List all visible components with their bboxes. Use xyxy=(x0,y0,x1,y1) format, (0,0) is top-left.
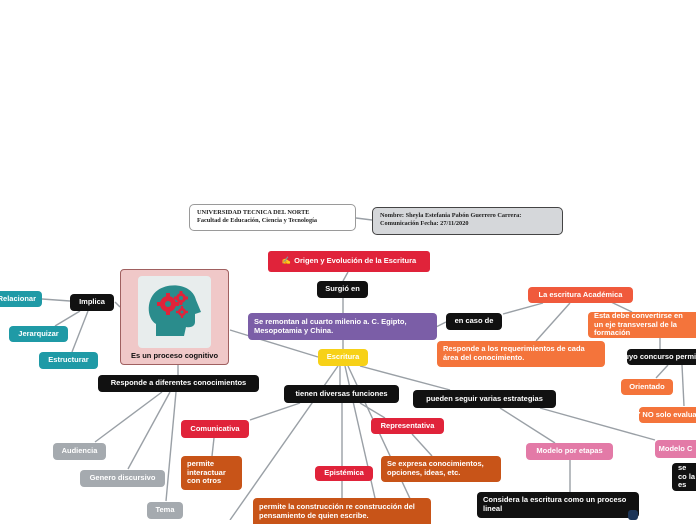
head-gears-image xyxy=(138,276,211,348)
node-transversal[interactable]: Esta debe convertirse en un eje transver… xyxy=(588,312,696,338)
link-comunicativa-interactuar xyxy=(211,437,215,457)
career-date: Comunicación Fecha: 27/11/2020 xyxy=(380,219,469,227)
node-orientado[interactable]: Orientado xyxy=(621,379,673,395)
link-implica-jerarquizar xyxy=(54,310,81,327)
node-title[interactable]: ✍ Origen y Evolución de la Escritura xyxy=(268,251,430,272)
node-expresa[interactable]: Se expresa conocimientos, opciones, idea… xyxy=(381,456,501,482)
node-cuyo[interactable]: cuyo concurso permite xyxy=(627,349,696,365)
node-epistemica[interactable]: Epistémica xyxy=(315,466,373,481)
university-info-box: UNIVERSIDAD TECNICA DEL NORTE Facultad d… xyxy=(189,204,356,231)
link-responde-genero xyxy=(127,391,171,470)
student-name: Nombre: Sheyla Estefania Pabón Guerrero … xyxy=(380,212,522,219)
collapse-toggle-icon[interactable] xyxy=(628,510,638,520)
link-academica-responde xyxy=(535,302,571,342)
node-interactuar[interactable]: permite interactuar con otros xyxy=(181,456,242,490)
writing-hand-icon: ✍ xyxy=(281,256,292,266)
link-header xyxy=(355,217,373,221)
node-construccion[interactable]: permite la construcción re construcción … xyxy=(253,498,431,524)
link-implica-estructurar xyxy=(71,310,89,353)
link-cuyo-yno xyxy=(681,364,685,407)
link-funciones-comunicativa xyxy=(249,402,301,421)
node-surgio[interactable]: Surgió en xyxy=(317,281,368,298)
node-responde-dif[interactable]: Responde a diferentes conocimientos xyxy=(98,375,259,392)
link-responde-audiencia xyxy=(94,391,163,443)
node-comunicativa[interactable]: Comunicativa xyxy=(181,420,249,438)
university-name: UNIVERSIDAD TECNICA DEL NORTE xyxy=(197,209,310,216)
node-en-caso[interactable]: en caso de xyxy=(446,313,502,330)
title-label: Origen y Evolución de la Escritura xyxy=(294,256,417,266)
node-escritura[interactable]: Escritura xyxy=(318,349,368,366)
link-responde-tema xyxy=(165,391,177,502)
node-jerarquizar[interactable]: Jerarquizar xyxy=(9,326,68,342)
student-info-box: Nombre: Sheyla Estefania Pabón Guerrero … xyxy=(372,207,563,235)
link-cuyo-orientado xyxy=(655,364,669,379)
link-title-surgio xyxy=(342,271,349,282)
node-estrategias[interactable]: pueden seguir varias estrategias xyxy=(413,390,556,408)
faculty-name: Facultad de Educación, Ciencia y Tecnolo… xyxy=(197,216,318,224)
node-academica[interactable]: La escritura Académica xyxy=(528,287,633,303)
link-estrategias-modelo xyxy=(539,407,656,441)
node-tema[interactable]: Tema xyxy=(147,502,183,519)
head-gears-icon xyxy=(148,285,201,336)
link-estrategias-etapas xyxy=(499,407,556,444)
node-estructurar[interactable]: Estructurar xyxy=(39,352,98,369)
node-relacionar[interactable]: Relacionar xyxy=(0,291,42,307)
node-y-no[interactable]: Y NO solo evaluar xyxy=(639,407,696,423)
node-modelo-etapas[interactable]: Modelo por etapas xyxy=(526,443,613,460)
node-representativa[interactable]: Representativa xyxy=(371,418,444,434)
link-representativa-expresa xyxy=(411,433,433,457)
node-genero[interactable]: Genero discursivo xyxy=(80,470,165,487)
central-node[interactable]: Es un proceso cognitivo xyxy=(120,269,229,365)
node-modelo[interactable]: Modelo C xyxy=(655,440,696,458)
node-considera[interactable]: Considera la escritura como un proceso l… xyxy=(477,492,639,518)
node-remontan[interactable]: Se remontan al cuarto milenio a. C. Egip… xyxy=(248,313,437,340)
node-funciones[interactable]: tienen diversas funciones xyxy=(284,385,399,403)
link-encaso-academica xyxy=(502,302,544,315)
node-implica[interactable]: Implica xyxy=(70,294,114,311)
link-academica-transversal xyxy=(610,301,633,313)
node-se-co[interactable]: se co la es xyxy=(672,463,696,491)
node-responde-area[interactable]: Responde a los requerimientos de cada ár… xyxy=(437,341,605,367)
central-label: Es un proceso cognitivo xyxy=(130,351,219,360)
link-implica-relacionar xyxy=(41,298,71,302)
link-funciones-representativa xyxy=(359,402,386,419)
node-audiencia[interactable]: Audiencia xyxy=(53,443,106,460)
